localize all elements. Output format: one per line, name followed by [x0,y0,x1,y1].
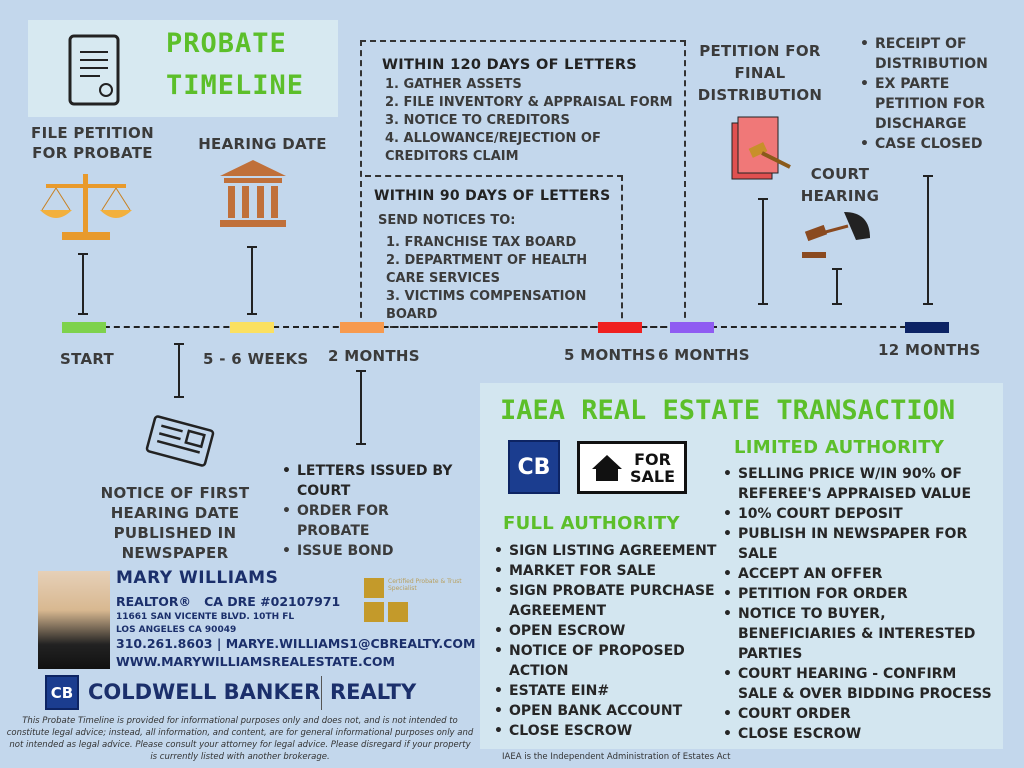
brand-suffix: REALTY [330,680,417,704]
title-line1: PROBATE [166,28,287,59]
title-line2: TIMELINE [166,70,305,101]
agent-website[interactable]: WWW.MARYWILLIAMSREALESTATE.COM [116,654,395,669]
within-90-heading: WITHIN 90 DAYS OF LETTERS [374,188,611,204]
agent-address2: LOS ANGELES CA 90049 [116,625,237,635]
list-item: PETITION FOR ORDER [721,584,1001,604]
list-item: MARKET FOR SALE [492,561,732,581]
iaea-footnote: IAEA is the Independent Administration o… [502,752,731,762]
limited-authority-heading: LIMITED AUTHORITY [734,437,945,458]
certified-badge-logo [364,578,408,622]
list-item: NOTICE TO BUYER, BENEFICIARIES & INTERES… [721,604,981,664]
list-item: LETTERS ISSUED BY COURT [280,461,465,501]
connector [356,370,366,445]
petition-final-label: PETITION FOR FINAL DISTRIBUTION [697,42,823,104]
disclaimer: This Probate Timeline is provided for in… [6,716,474,762]
brand-name: COLDWELL BANKER [88,680,321,704]
list-item: SIGN PROBATE PURCHASE AGREEMENT [492,581,732,621]
full-authority-list: SIGN LISTING AGREEMENT MARKET FOR SALE S… [492,541,732,741]
within-120-content: WITHIN 120 DAYS OF LETTERS 1. GATHER ASS… [382,55,673,166]
full-authority-heading: FULL AUTHORITY [503,513,680,534]
list-item: 1. GATHER ASSETS [385,77,522,92]
list-item: CLOSE ESCROW [492,721,732,741]
final-items-list: RECEIPT OF DISTRIBUTION EX PARTE PETITIO… [858,34,1008,154]
list-item: 2. FILE INVENTORY & APPRAISAL FORM [385,95,673,110]
connector [78,253,88,315]
marker-5-6-weeks [230,322,274,333]
within-90-sub: SEND NOTICES TO: [378,213,516,228]
limited-authority-list: SELLING PRICE W/IN 90% OF REFEREE'S APPR… [721,464,1001,744]
iaea-panel: IAEA REAL ESTATE TRANSACTION CB FOR SALE… [480,383,1003,749]
list-item: PUBLISH IN NEWSPAPER FOR SALE [721,524,971,564]
list-item: ISSUE BOND [280,541,465,561]
letters-list: LETTERS ISSUED BY COURT ORDER FOR PROBAT… [280,461,465,561]
connector [174,343,184,398]
brand-divider [321,676,322,710]
agent-photo [38,571,110,669]
list-item: OPEN BANK ACCOUNT [492,701,732,721]
timeline-label: 2 MONTHS [328,347,420,365]
list-item: 2. DEPARTMENT OF HEALTH CARE SERVICES [386,253,588,286]
list-item: COURT HEARING - CONFIRM SALE & OVER BIDD… [721,664,996,704]
within-120-heading: WITHIN 120 DAYS OF LETTERS [382,57,638,73]
timeline-label: START [60,350,115,368]
file-petition-label: FILE PETITION FOR PROBATE [31,124,154,162]
cb-logo: CB [508,440,560,494]
list-item: 1. FRANCHISE TAX BOARD [386,235,577,250]
list-item: CASE CLOSED [858,134,1008,154]
connector [247,246,257,315]
title-box: PROBATE TIMELINE [28,20,338,117]
list-item: 3. NOTICE TO CREDITORS [385,113,570,128]
petition-gavel-icon [731,116,791,180]
marker-2-months [340,322,384,333]
marker-5-months [598,322,642,333]
agent-title: REALTOR® CA DRE #02107971 [116,594,341,609]
hearing-date-label: HEARING DATE [198,135,327,153]
list-item: OPEN ESCROW [492,621,732,641]
document-icon [68,34,120,106]
list-item: 10% COURT DEPOSIT [721,504,1001,524]
timeline-label: 5 MONTHS [564,346,656,364]
timeline-label: 6 MONTHS [658,346,750,364]
newspaper-icon [145,415,215,467]
connector [758,198,768,305]
within-90-content: WITHIN 90 DAYS OF LETTERS SEND NOTICES T… [374,186,614,324]
marker-start [62,322,106,333]
list-item: SELLING PRICE W/IN 90% OF REFEREE'S APPR… [721,464,981,504]
list-item: 3. VICTIMS COMPENSATION BOARD [386,289,587,322]
list-item: ORDER FOR PROBATE [280,501,465,541]
for-sale-sign: FOR SALE [577,441,687,494]
court-hearing-label: COURT HEARING [800,165,880,205]
agent-contact[interactable]: 310.261.8603 | MARYE.WILLIAMS1@CBREALTY.… [116,636,476,651]
list-item: ESTATE EIN# [492,681,732,701]
gavel-icon [802,212,870,258]
cb-logo-small: CB [45,675,79,710]
list-item: RECEIPT OF DISTRIBUTION [858,34,1008,74]
list-item: CLOSE ESCROW [721,724,1001,744]
list-item: SIGN LISTING AGREEMENT [492,541,732,561]
agent-address1: 11661 SAN VICENTE BLVD. 10TH FL [116,612,295,622]
timeline-label: 5 - 6 WEEKS [203,350,309,368]
timeline-label: 12 MONTHS [878,341,981,359]
for-sale-line2: SALE [630,466,676,486]
connector [923,175,933,305]
agent-name: MARY WILLIAMS [116,568,279,588]
marker-6-months [670,322,714,333]
list-item: NOTICE OF PROPOSED ACTION [492,641,707,681]
courthouse-icon [220,160,286,227]
list-item: EX PARTE PETITION FOR DISCHARGE [858,74,1008,134]
connector [832,268,842,305]
timeline-line [84,326,926,328]
for-sale-line1: FOR [634,449,671,469]
within-90-box [365,175,623,328]
notice-label: NOTICE OF FIRST HEARING DATE PUBLISHED I… [100,484,250,562]
scales-icon [40,174,132,240]
list-item: 4. ALLOWANCE/REJECTION OF CREDITORS CLAI… [385,131,601,164]
house-icon [592,454,622,481]
iaea-title: IAEA REAL ESTATE TRANSACTION [500,395,956,426]
list-item: COURT ORDER [721,704,1001,724]
certified-badge-text: Certified Probate & Trust Specialist [388,578,462,592]
list-item: ACCEPT AN OFFER [721,564,1001,584]
marker-12-months [905,322,949,333]
